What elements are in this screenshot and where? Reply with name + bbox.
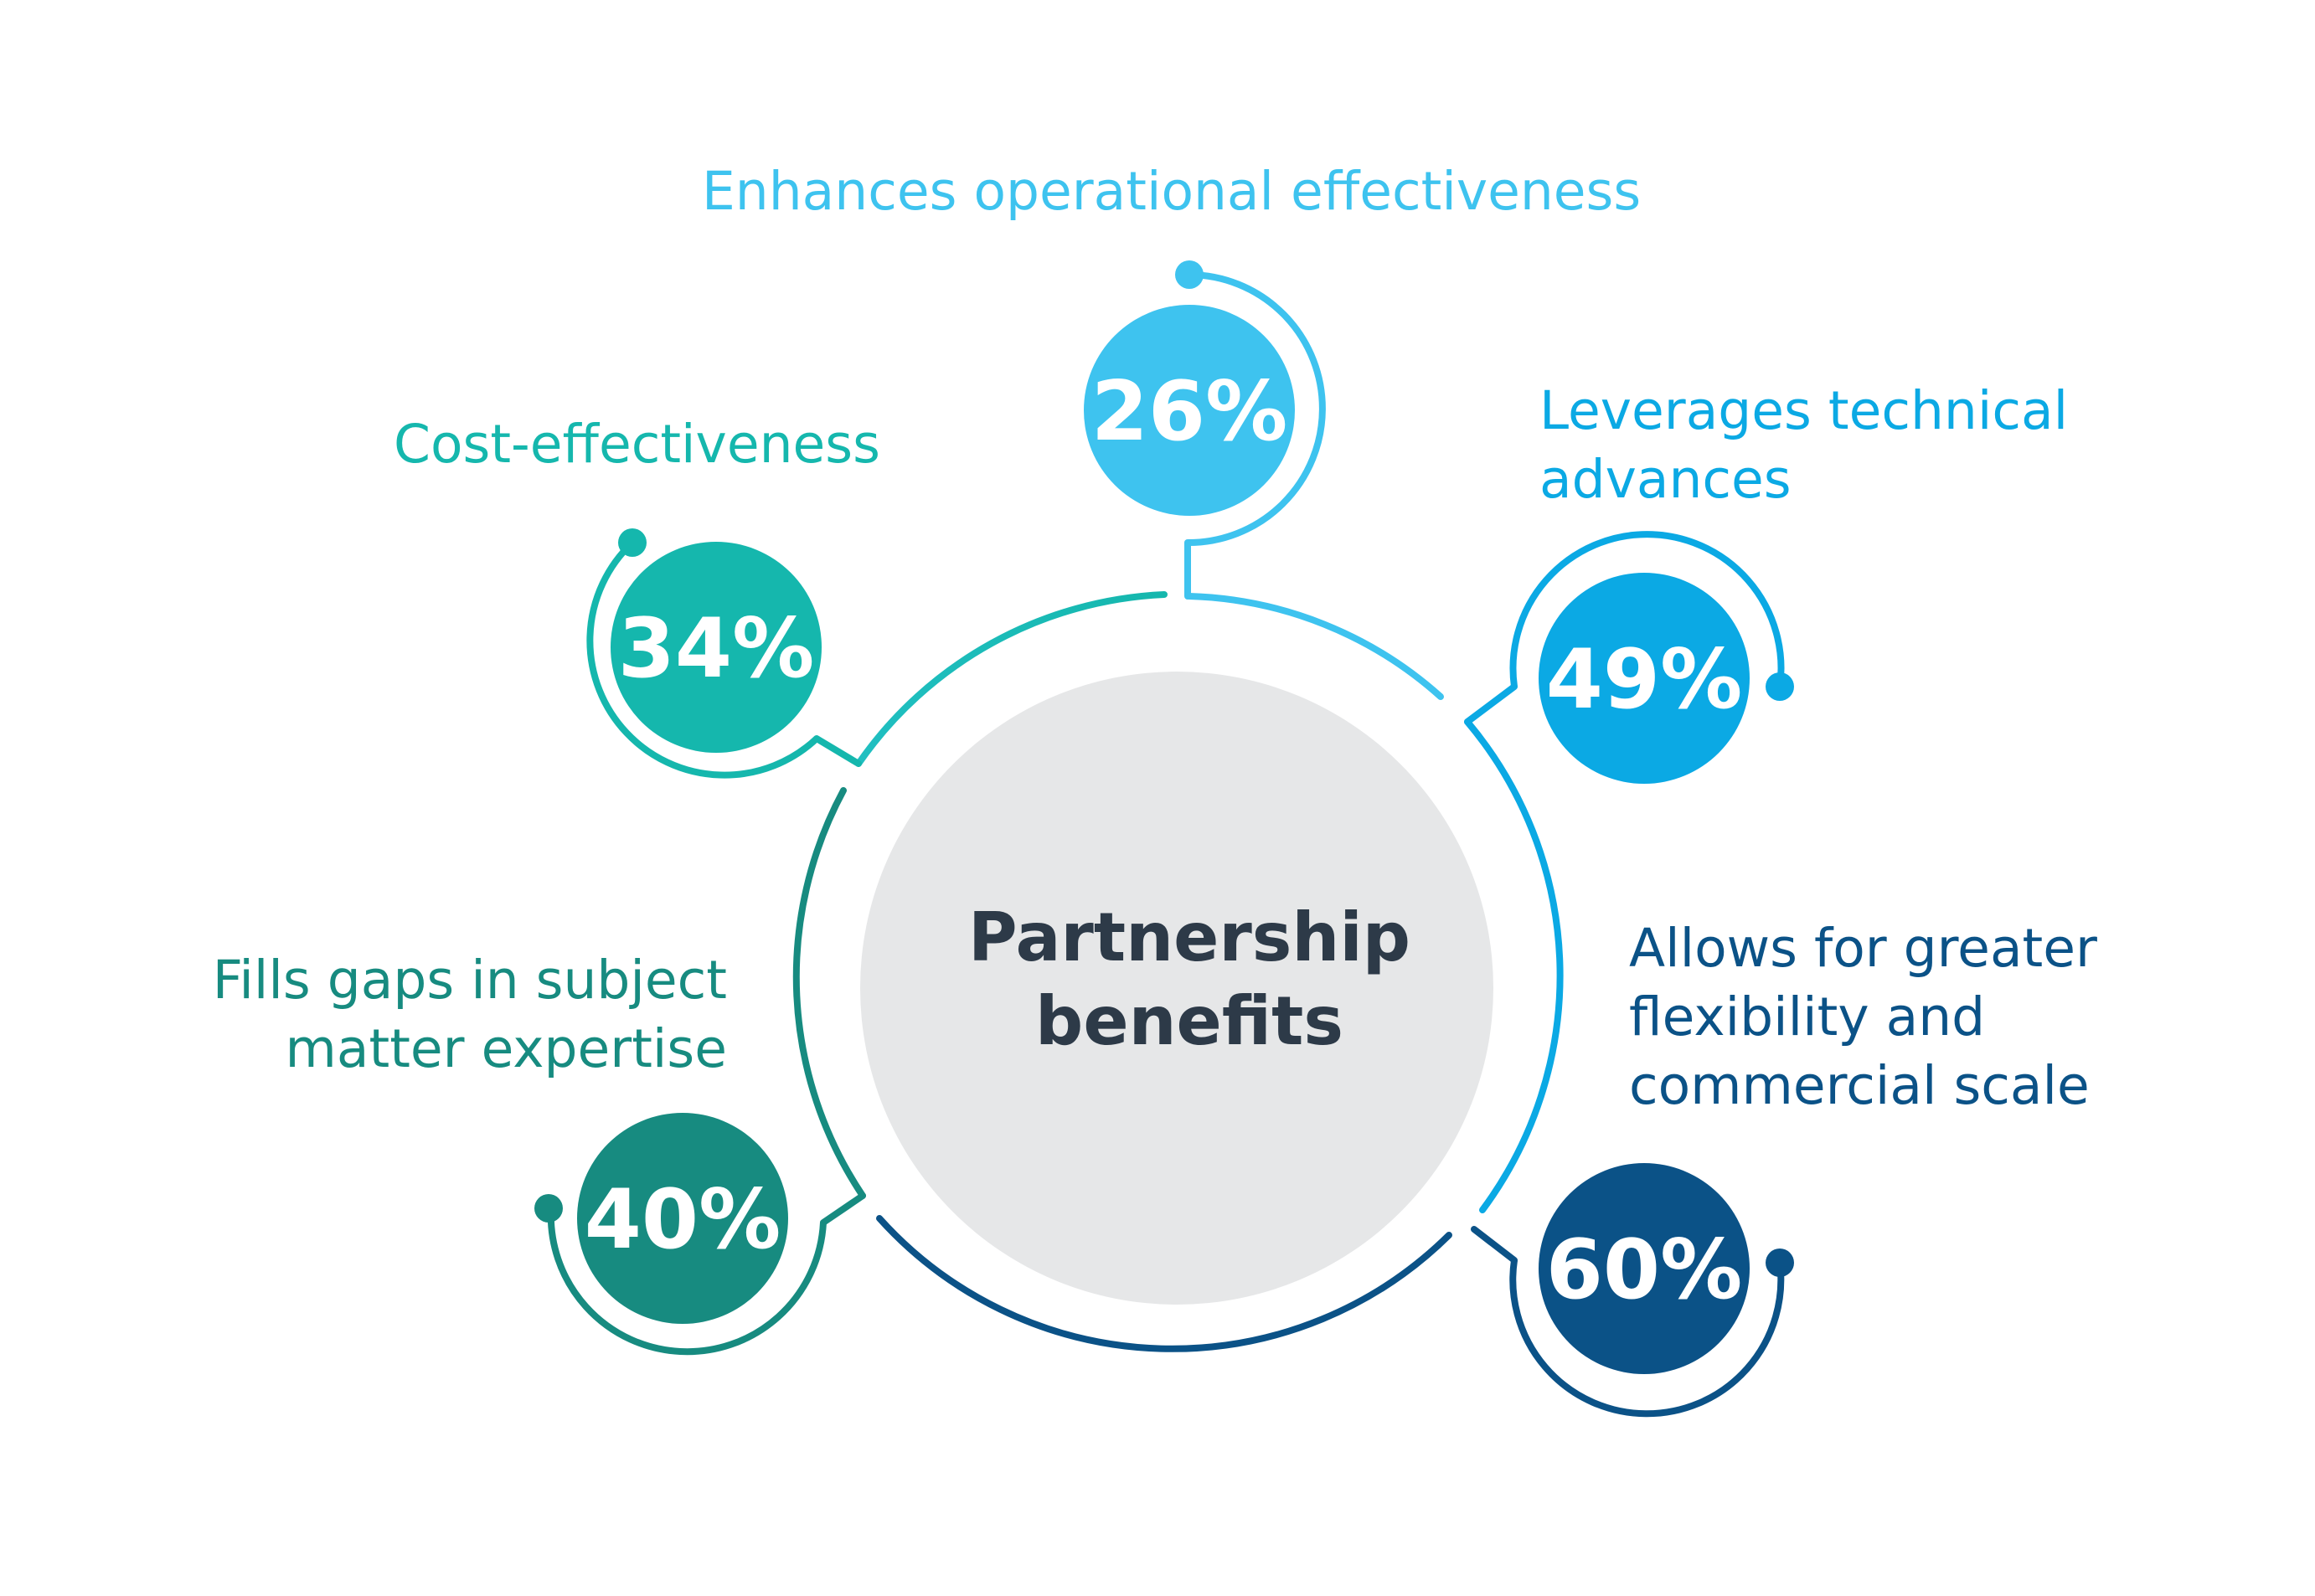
ring-segment-flexibility — [876, 1215, 1452, 1352]
value-flexibility: 60% — [1546, 1223, 1743, 1318]
value-operational: 26% — [1091, 364, 1288, 460]
arc-cost — [586, 540, 819, 779]
value-disc-technical — [1539, 573, 1750, 784]
label-cost: Cost-effectiveness — [394, 414, 880, 475]
value-technical: 49% — [1546, 632, 1743, 728]
arc-dot-cost — [618, 528, 647, 557]
label-operational: Enhances operational effectiveness — [702, 161, 1642, 222]
arc-technical — [1509, 531, 1785, 687]
value-expertise: 40% — [585, 1172, 781, 1268]
arc-dot-flexibility — [1766, 1248, 1794, 1277]
connector-technical — [1464, 683, 1518, 725]
label-technical: Leverages technical advances — [1539, 380, 2069, 510]
label-flexibility: Allows for greater flexibility and comme… — [1629, 918, 2097, 1116]
value-disc-cost — [611, 542, 822, 753]
arc-operational — [1187, 271, 1326, 547]
arc-expertise — [547, 1207, 827, 1356]
center-title: Partnership benefits — [967, 898, 1411, 1060]
connector-flexibility — [1471, 1226, 1518, 1264]
connector-cost — [813, 735, 862, 767]
value-cost: 34% — [618, 601, 815, 697]
label-expertise: Fills gaps in subject matter expertise — [212, 950, 727, 1079]
value-disc-expertise — [577, 1113, 788, 1324]
arc-dot-expertise — [534, 1194, 563, 1223]
value-disc-operational — [1084, 305, 1295, 516]
arc-flexibility — [1509, 1259, 1785, 1418]
arc-dot-operational — [1175, 260, 1204, 289]
ring-segment-operational — [1186, 593, 1444, 700]
connector-expertise — [820, 1192, 866, 1226]
center-disc — [860, 672, 1493, 1305]
value-disc-flexibility — [1539, 1163, 1750, 1374]
arc-dot-technical — [1766, 672, 1794, 701]
ring-segment-expertise — [792, 787, 866, 1199]
ring-segment-technical — [1464, 718, 1564, 1213]
ring-segment-cost — [855, 591, 1168, 767]
